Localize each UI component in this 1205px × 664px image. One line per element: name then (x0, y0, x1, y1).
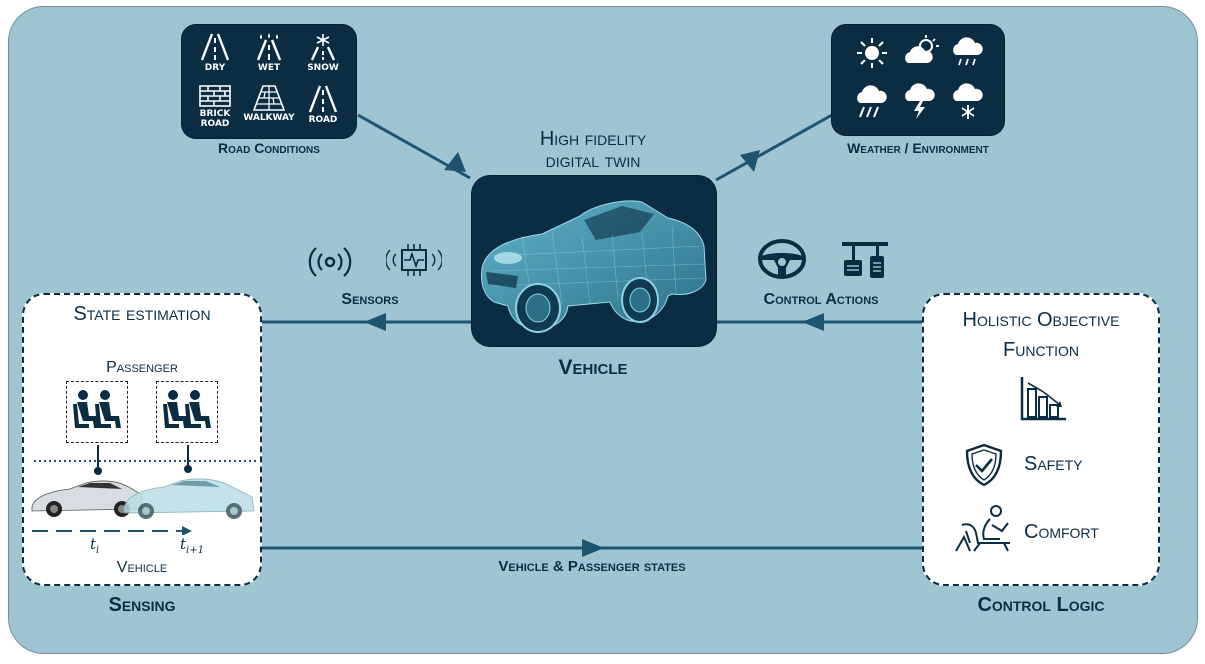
steering-wheel-icon (758, 239, 806, 279)
road-condition-road: ROAD (296, 85, 350, 125)
passenger-state-frame-i-plus-1 (156, 381, 218, 443)
state-estimation-box: State estimation Passenger (22, 293, 262, 586)
walkway-icon (253, 85, 285, 111)
road-condition-walkway: WALKWAY (242, 85, 296, 123)
passenger-seats-icon (163, 390, 211, 428)
vehicle-digital-twin-panel (472, 176, 716, 346)
road-conditions-panel: DRY WET SNOW BRICK ROAD WALKWAY ROAD (182, 25, 356, 138)
digital-twin-title: High fidelity digital twin (470, 128, 716, 172)
passenger-state-frame-i (66, 381, 128, 443)
weather-to-vehicle-arrow (715, 113, 833, 182)
road-icon (200, 33, 230, 61)
road-condition-wet: WET (242, 33, 296, 73)
snow-cloud-icon (953, 83, 983, 119)
wet-road-icon (256, 33, 282, 61)
passenger-seats-icon (73, 390, 121, 428)
radar-signal-icon (308, 247, 352, 277)
road-condition-snow: SNOW (296, 33, 350, 73)
road-condition-label: BRICK (199, 109, 231, 119)
comfort-label: Comfort (1024, 521, 1099, 543)
time-label-i-plus-1: ti+1 (180, 535, 204, 556)
state-estimation-title: State estimation (73, 303, 211, 325)
control-actions-label: Control Actions (763, 291, 879, 308)
road-condition-label: SNOW (307, 63, 339, 73)
digital-twin-title-line1: High fidelity (539, 128, 647, 150)
partly-cloudy-icon (905, 35, 939, 63)
sensors-label: Sensors (341, 291, 399, 308)
thunderstorm-icon (905, 83, 935, 119)
road-condition-label: DRY (204, 63, 226, 73)
pedals-icon (842, 242, 888, 278)
brick-road-icon (199, 85, 231, 107)
comfort-seat-icon (955, 505, 1010, 552)
road-condition-label: WALKWAY (243, 113, 295, 123)
sensing-caption: Sensing (108, 594, 176, 616)
road-conditions-caption: Road Conditions (218, 140, 320, 156)
sensor-chip-icon (386, 244, 442, 276)
vehicle-passenger-states-label: Vehicle & Passenger states (498, 558, 686, 575)
heavy-rain-icon (857, 85, 887, 118)
vehicle-caption: Vehicle (558, 356, 628, 379)
car-silhouette-icon (123, 478, 255, 519)
car-wireframe-icon (481, 200, 707, 333)
safety-label: Safety (1024, 453, 1083, 475)
estimation-timeline (31, 445, 258, 535)
sun-icon (857, 38, 887, 68)
holistic-objective-box: Holistic Objective Function Safety Comfo… (922, 293, 1160, 586)
weather-caption: Weather / Environment (847, 140, 989, 156)
road-condition-dry: DRY (188, 33, 242, 73)
weather-panel (832, 25, 1004, 135)
time-label-i: ti (90, 535, 100, 556)
control-logic-caption: Control Logic (977, 594, 1105, 616)
road-condition-label: WET (257, 63, 281, 73)
road-condition-label: ROAD (200, 119, 230, 129)
objective-title: Holistic Objective Function (924, 305, 1158, 365)
safety-shield-icon (965, 443, 1003, 487)
road-condition-label: ROAD (308, 115, 338, 125)
snow-road-icon (310, 34, 336, 61)
digital-twin-title-line2: digital twin (545, 150, 641, 172)
road-icon (308, 85, 338, 113)
objective-title-line1: Holistic Objective (962, 309, 1120, 331)
objective-title-line2: Function (1003, 339, 1079, 361)
road-condition-brick-road: BRICK ROAD (188, 85, 242, 129)
vehicle-state-label: Vehicle (116, 559, 168, 576)
light-rain-icon (953, 37, 983, 66)
car-silhouette-icon (31, 480, 143, 517)
cost-chart-icon (1020, 377, 1066, 421)
passenger-label: Passenger (106, 359, 178, 376)
